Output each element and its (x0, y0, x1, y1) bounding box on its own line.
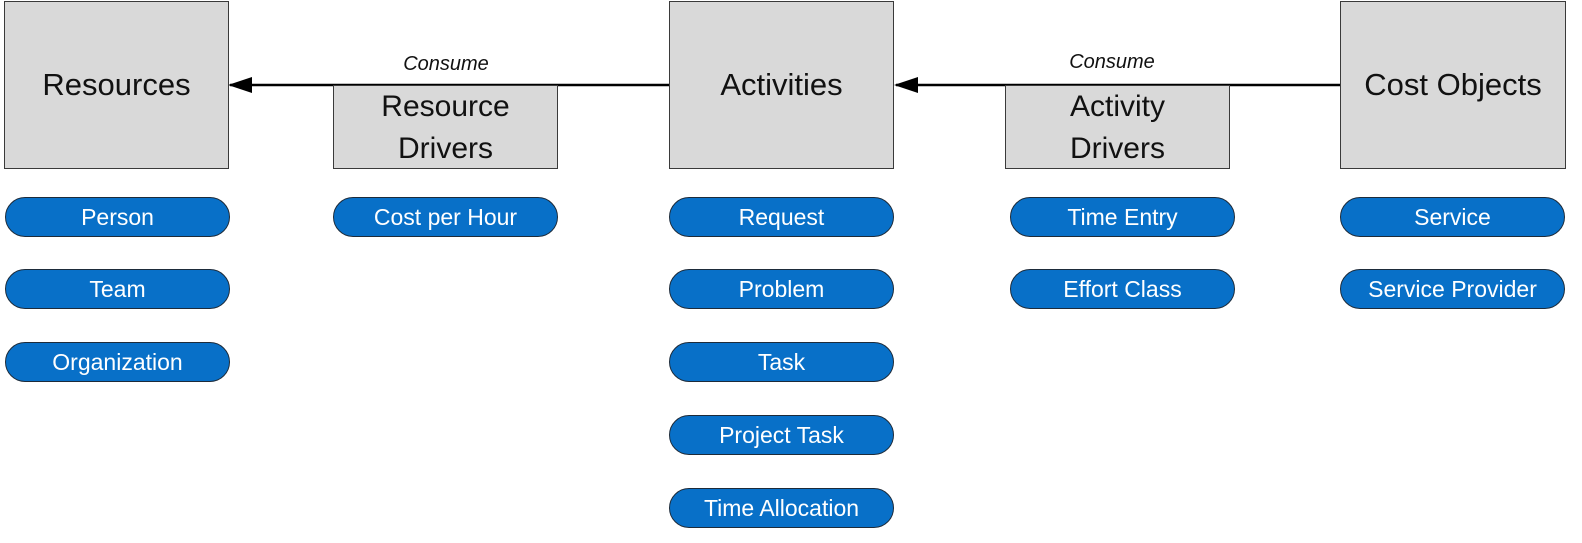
cost-object-item-service: Service (1340, 197, 1565, 237)
resource-drivers-box: Resource Drivers (333, 85, 558, 169)
activity-drivers-box: Activity Drivers (1005, 85, 1230, 169)
activity-driver-item-effort-class: Effort Class (1010, 269, 1235, 309)
activities-box: Activities (669, 1, 894, 169)
activity-item-time-allocation: Time Allocation (669, 488, 894, 528)
resource-driver-item-cost-per-hour: Cost per Hour (333, 197, 558, 237)
cost-objects-box: Cost Objects (1340, 1, 1566, 169)
resource-item-person: Person (5, 197, 230, 237)
cost-object-item-service-provider: Service Provider (1340, 269, 1565, 309)
activity-item-request: Request (669, 197, 894, 237)
resource-consume-label: Consume (403, 53, 489, 75)
resources-box: Resources (4, 1, 229, 169)
activity-driver-item-time-entry: Time Entry (1010, 197, 1235, 237)
resource-item-organization: Organization (5, 342, 230, 382)
activity-item-problem: Problem (669, 269, 894, 309)
activity-item-task: Task (669, 342, 894, 382)
activity-consume-label: Consume (1069, 51, 1155, 73)
resource-item-team: Team (5, 269, 230, 309)
activity-item-project-task: Project Task (669, 415, 894, 455)
